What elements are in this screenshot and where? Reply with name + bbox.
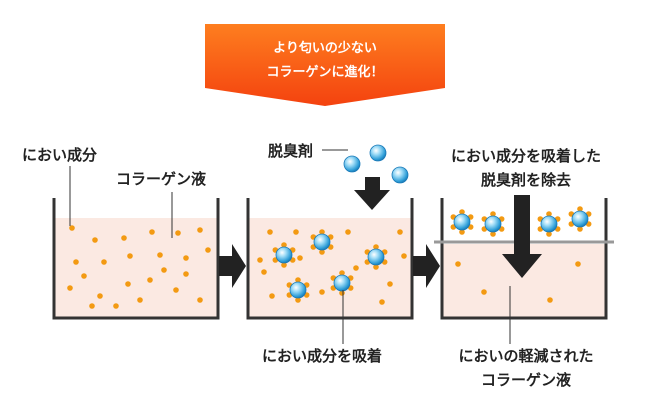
odor-particle-icon	[69, 225, 75, 231]
odor-particle-icon	[125, 281, 131, 287]
deodorant-bead-icon	[568, 206, 592, 232]
banner-line-1: より匂いの少ない	[273, 40, 377, 56]
odor-particle-icon	[267, 229, 273, 235]
deodorant-bead-icon	[450, 209, 474, 235]
odor-particle-icon	[401, 253, 407, 259]
odor-particle-icon	[353, 265, 359, 271]
odor-particle-icon	[67, 285, 73, 291]
odor-particle-icon	[161, 267, 167, 273]
deodorant-bead-icon	[310, 229, 334, 255]
odor-particle-icon	[97, 293, 103, 299]
odor-particle-icon	[257, 257, 263, 263]
odor-particle-icon	[89, 303, 95, 309]
odor-particle-icon	[387, 281, 393, 287]
odor-particle-icon	[113, 303, 119, 309]
odor-particle-icon	[319, 289, 325, 295]
beaker-outline	[440, 198, 608, 320]
odor-particle-icon	[183, 271, 189, 277]
label-result-line-1: においの軽減された	[458, 347, 593, 365]
arrow-right-icon	[219, 244, 246, 288]
odor-particle-icon	[157, 252, 163, 258]
odor-particle-icon	[101, 259, 107, 265]
deodorant-bead-icon	[481, 211, 505, 237]
odor-particle-icon	[269, 293, 275, 299]
label-result-line-2: コラーゲン液	[481, 371, 572, 389]
odor-particle-icon	[127, 253, 133, 259]
odor-particle-icon	[81, 273, 87, 279]
odor-particle-icon	[379, 299, 385, 305]
label-collagen-liquid: コラーゲン液	[116, 170, 207, 188]
label-remove-line-2: 脱臭剤を除去	[481, 171, 571, 189]
odor-particle-icon	[197, 297, 203, 303]
deodorant-bead-icon	[343, 155, 361, 173]
headline-banner: より匂いの少ない コラーゲンに進化！	[205, 24, 445, 106]
banner-line-2: コラーゲンに進化！	[266, 64, 383, 80]
odor-particle-icon	[121, 235, 127, 241]
deodorant-bead-icon	[537, 211, 561, 237]
label-remove-line-1: におい成分を吸着した	[451, 147, 601, 165]
beaker-1	[52, 198, 220, 320]
collagen-liquid	[54, 218, 218, 318]
odor-particle-icon	[149, 229, 155, 235]
deodorant-bead-icon	[391, 166, 409, 184]
arrow-down-icon	[502, 195, 542, 278]
odor-particle-icon	[205, 247, 211, 253]
odor-particle-icon	[481, 289, 487, 295]
beaker-outline	[52, 198, 220, 320]
odor-particle-icon	[345, 229, 351, 235]
beaker-outline	[246, 198, 414, 320]
odor-particle-icon	[173, 287, 179, 293]
arrow-down-icon	[354, 177, 390, 210]
deodorant-bead-icon	[286, 277, 310, 303]
label-adsorb: におい成分を吸着	[262, 347, 382, 365]
odor-particles	[67, 225, 211, 309]
odor-particles	[455, 261, 581, 303]
deodorant-bead-icon	[364, 244, 388, 270]
beaker-2	[246, 198, 414, 320]
odor-particle-icon	[73, 259, 79, 265]
label-odor-component: におい成分	[22, 146, 97, 164]
label-deodorant: 脱臭剤	[268, 142, 313, 160]
odor-particle-icon	[547, 297, 553, 303]
odor-particle-icon	[92, 237, 98, 243]
odor-particle-icon	[575, 261, 581, 267]
odor-particle-icon	[175, 230, 181, 236]
deodorant-bead-icon	[272, 242, 296, 268]
odor-particle-icon	[183, 255, 189, 261]
deodorant-bead-icon	[369, 144, 387, 162]
odor-particle-icon	[297, 255, 303, 261]
arrow-right-icon	[413, 244, 440, 288]
odor-particle-icon	[293, 229, 299, 235]
odor-particle-icon	[397, 229, 403, 235]
odor-particle-icon	[455, 261, 461, 267]
odor-particle-icon	[197, 227, 203, 233]
odor-particle-icon	[261, 269, 267, 275]
odor-particles	[257, 229, 407, 305]
removed-deodorant-beads	[450, 206, 592, 237]
odor-particle-icon	[147, 277, 153, 283]
odor-particle-icon	[137, 297, 143, 303]
deodorant-beads-falling	[343, 144, 409, 184]
